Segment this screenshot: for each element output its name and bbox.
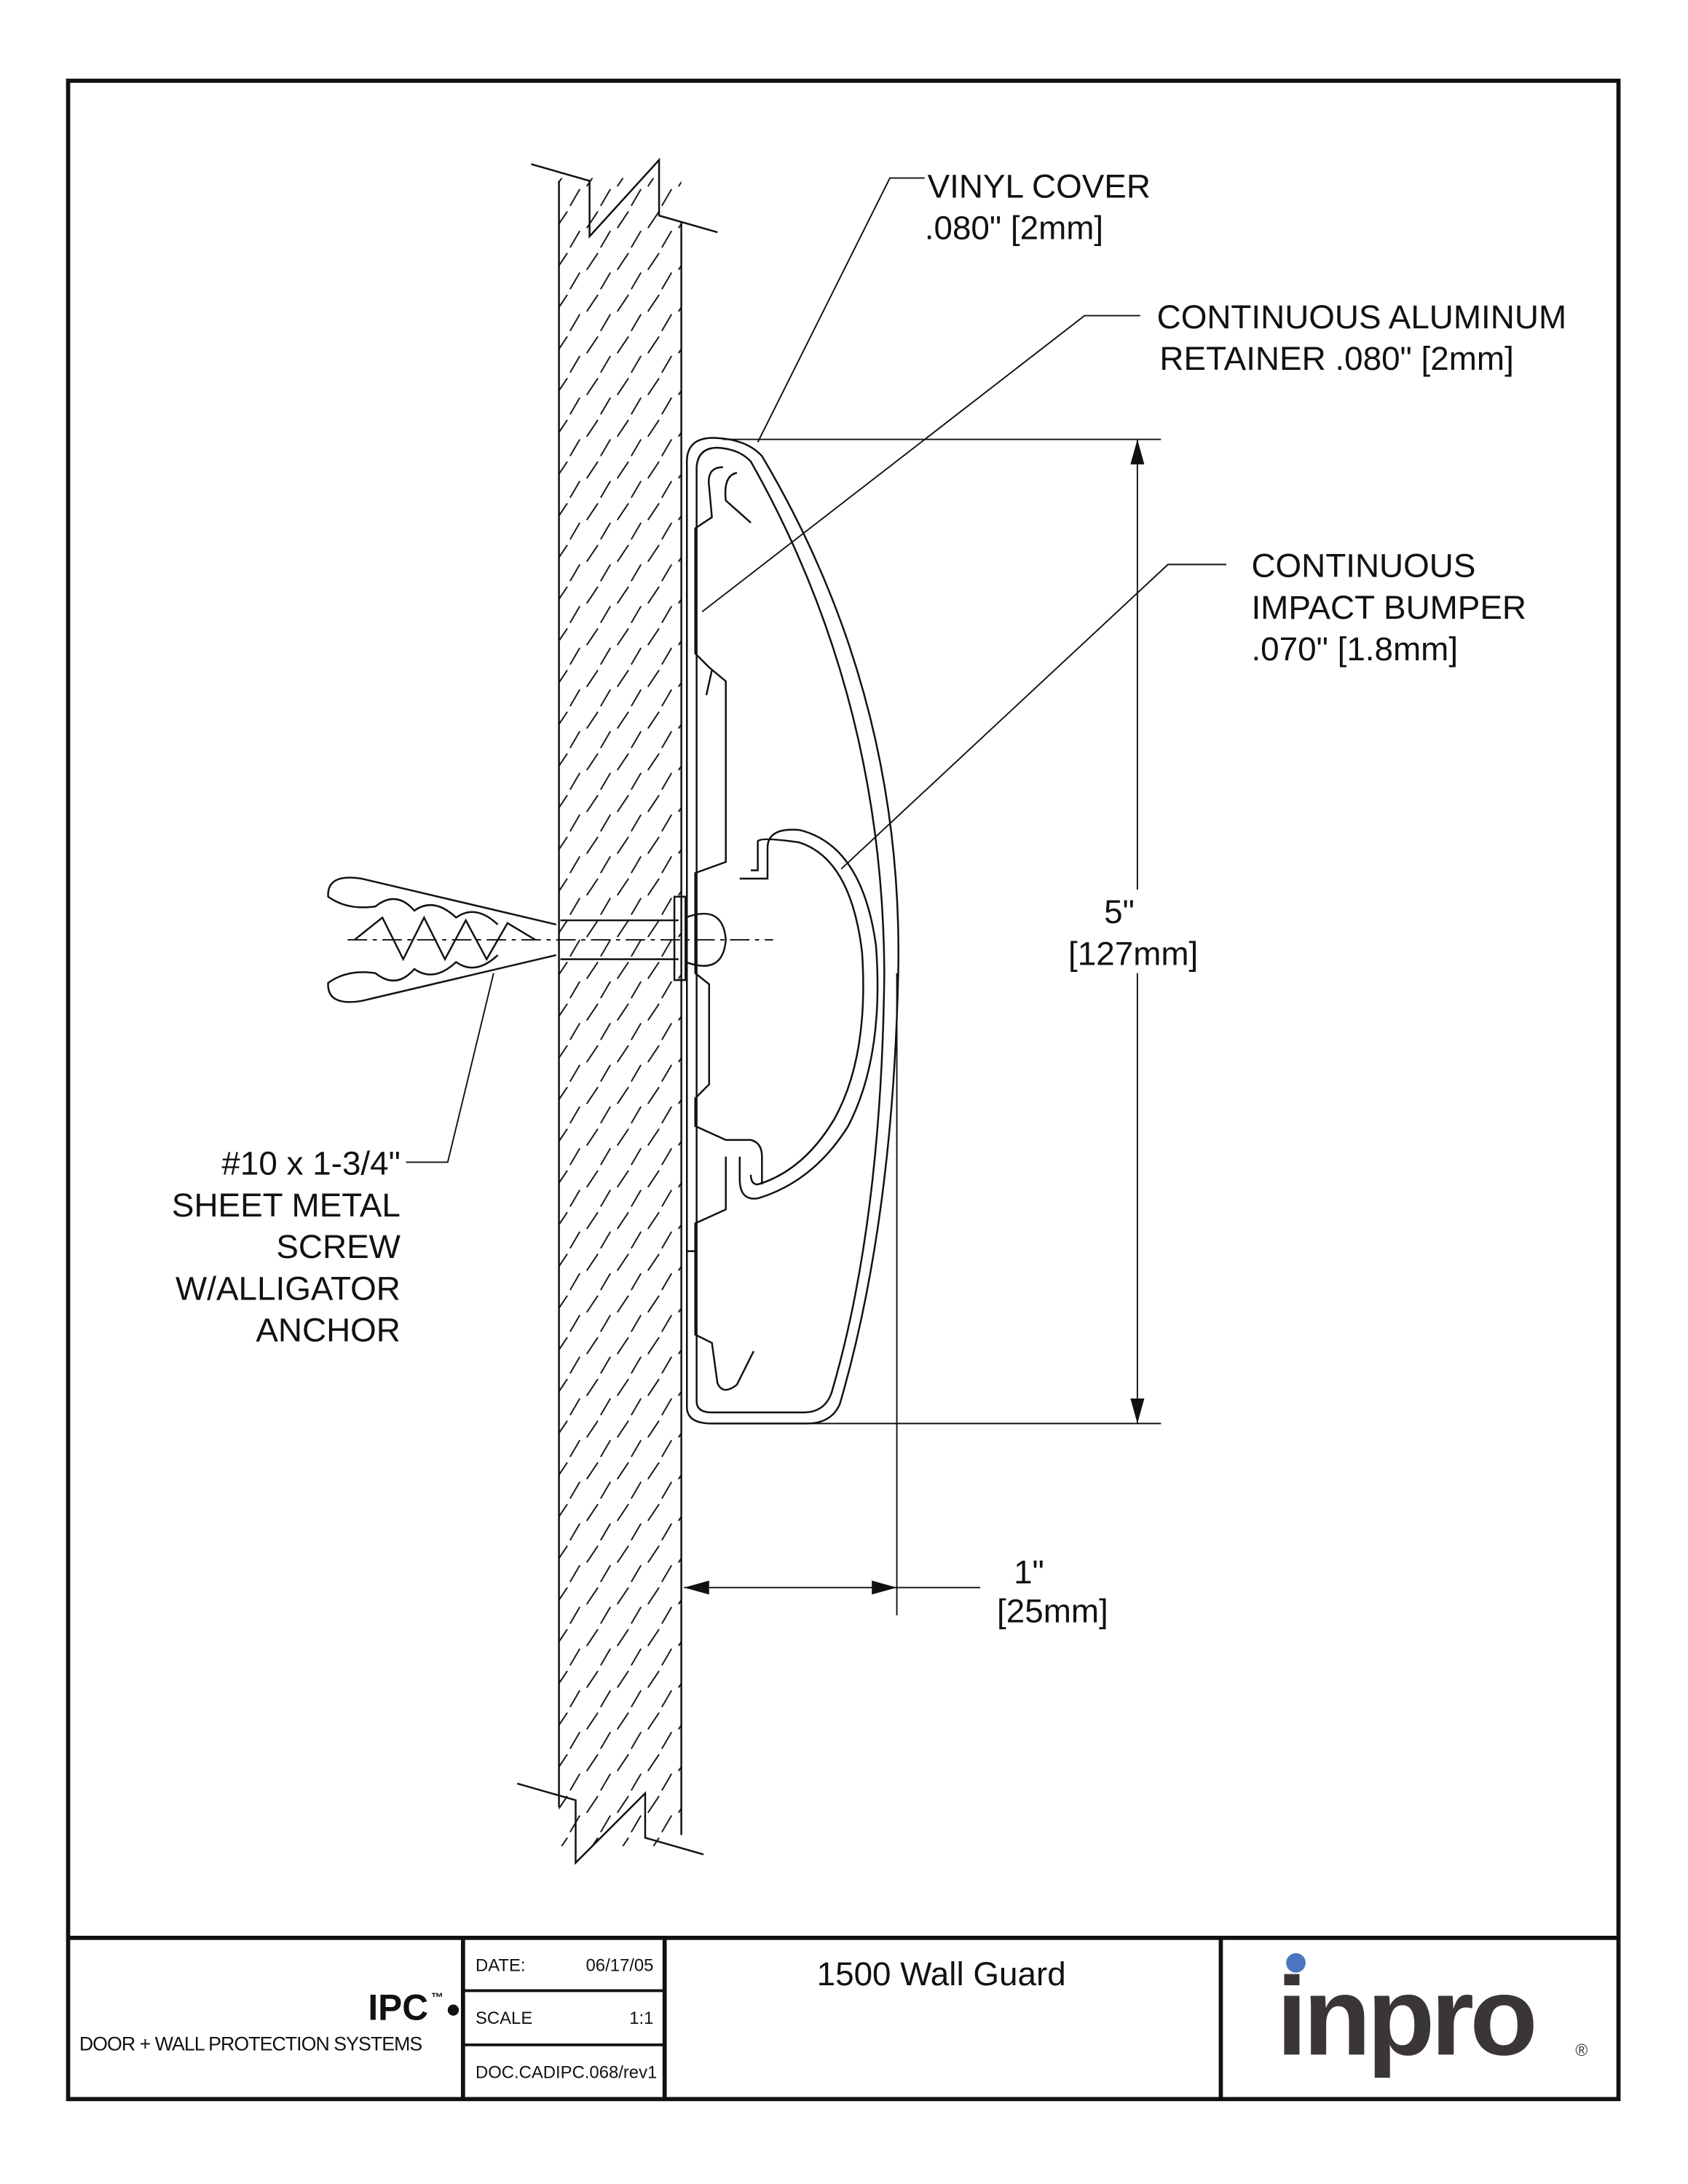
dimension-height-metric: [127mm] [1068, 935, 1198, 972]
callout-screw-type: SHEET METAL [172, 1187, 401, 1224]
company-brand: IPC [368, 1987, 428, 2028]
wall-faces [558, 181, 682, 1835]
title-block: IPC ™ DOOR + WALL PROTECTION SYSTEMS DAT… [68, 1936, 1619, 2100]
callout-screw-anchor: W/ALLIGATOR [175, 1270, 401, 1307]
leader-screw [406, 973, 494, 1163]
callout-screw-anchor-word: ANCHOR [256, 1312, 401, 1349]
company-trademark: ™ [431, 1990, 443, 2005]
callout-bumper: CONTINUOUS [1251, 547, 1475, 585]
drawing-title: 1500 Wall Guard [817, 1955, 1066, 1993]
callout-retainer: CONTINUOUS ALUMINUM [1157, 298, 1567, 336]
date-label: DATE: [476, 1956, 526, 1976]
callout-retainer-spec: RETAINER .080" [2mm] [1159, 340, 1513, 377]
break-line-top [531, 157, 718, 239]
height-dimension [709, 438, 1162, 1425]
logo-registered: ® [1575, 2041, 1588, 2060]
leader-vinyl-cover [757, 177, 925, 443]
callout-vinyl-cover-spec: .080" [2mm] [925, 210, 1103, 247]
callout-screw-word: SCREW [276, 1228, 401, 1265]
logo-dot [1286, 1952, 1306, 1973]
dimension-depth-metric: [25mm] [997, 1592, 1108, 1629]
inpro-logo: inpro ® [1277, 1952, 1588, 2078]
logo-text: inpro [1277, 1955, 1534, 2078]
impact-bumper-profile [738, 828, 879, 1200]
callout-screw-size: #10 x 1-3/4" [221, 1145, 400, 1182]
callout-vinyl-cover: VINYL COVER [928, 167, 1151, 205]
dimension-height-imperial: 5" [1104, 893, 1135, 930]
leader-retainer [701, 314, 1140, 613]
aluminum-retainer-profile [687, 466, 763, 1391]
scale-value: 1:1 [629, 2009, 653, 2028]
wall-section [516, 157, 718, 1865]
depth-dimension [684, 973, 981, 1615]
screw-anchor [327, 877, 773, 1003]
callout-bumper-name: IMPACT BUMPER [1251, 589, 1526, 626]
scale-label: SCALE [476, 2009, 532, 2028]
drawing-border [66, 79, 1621, 2102]
leader-bumper [840, 563, 1227, 870]
vinyl-cover-profile [685, 437, 899, 1425]
break-line-bottom [516, 1782, 704, 1865]
date-value: 06/17/05 [586, 1956, 654, 1976]
callout-bumper-spec: .070" [1.8mm] [1251, 630, 1458, 668]
company-tagline: DOOR + WALL PROTECTION SYSTEMS [79, 2033, 422, 2055]
wall-hatch [559, 178, 682, 1846]
dimension-depth-imperial: 1" [1014, 1554, 1044, 1591]
doc-number: DOC.CADIPC.068/rev1 [476, 2063, 657, 2083]
company-bullet [447, 2004, 460, 2016]
